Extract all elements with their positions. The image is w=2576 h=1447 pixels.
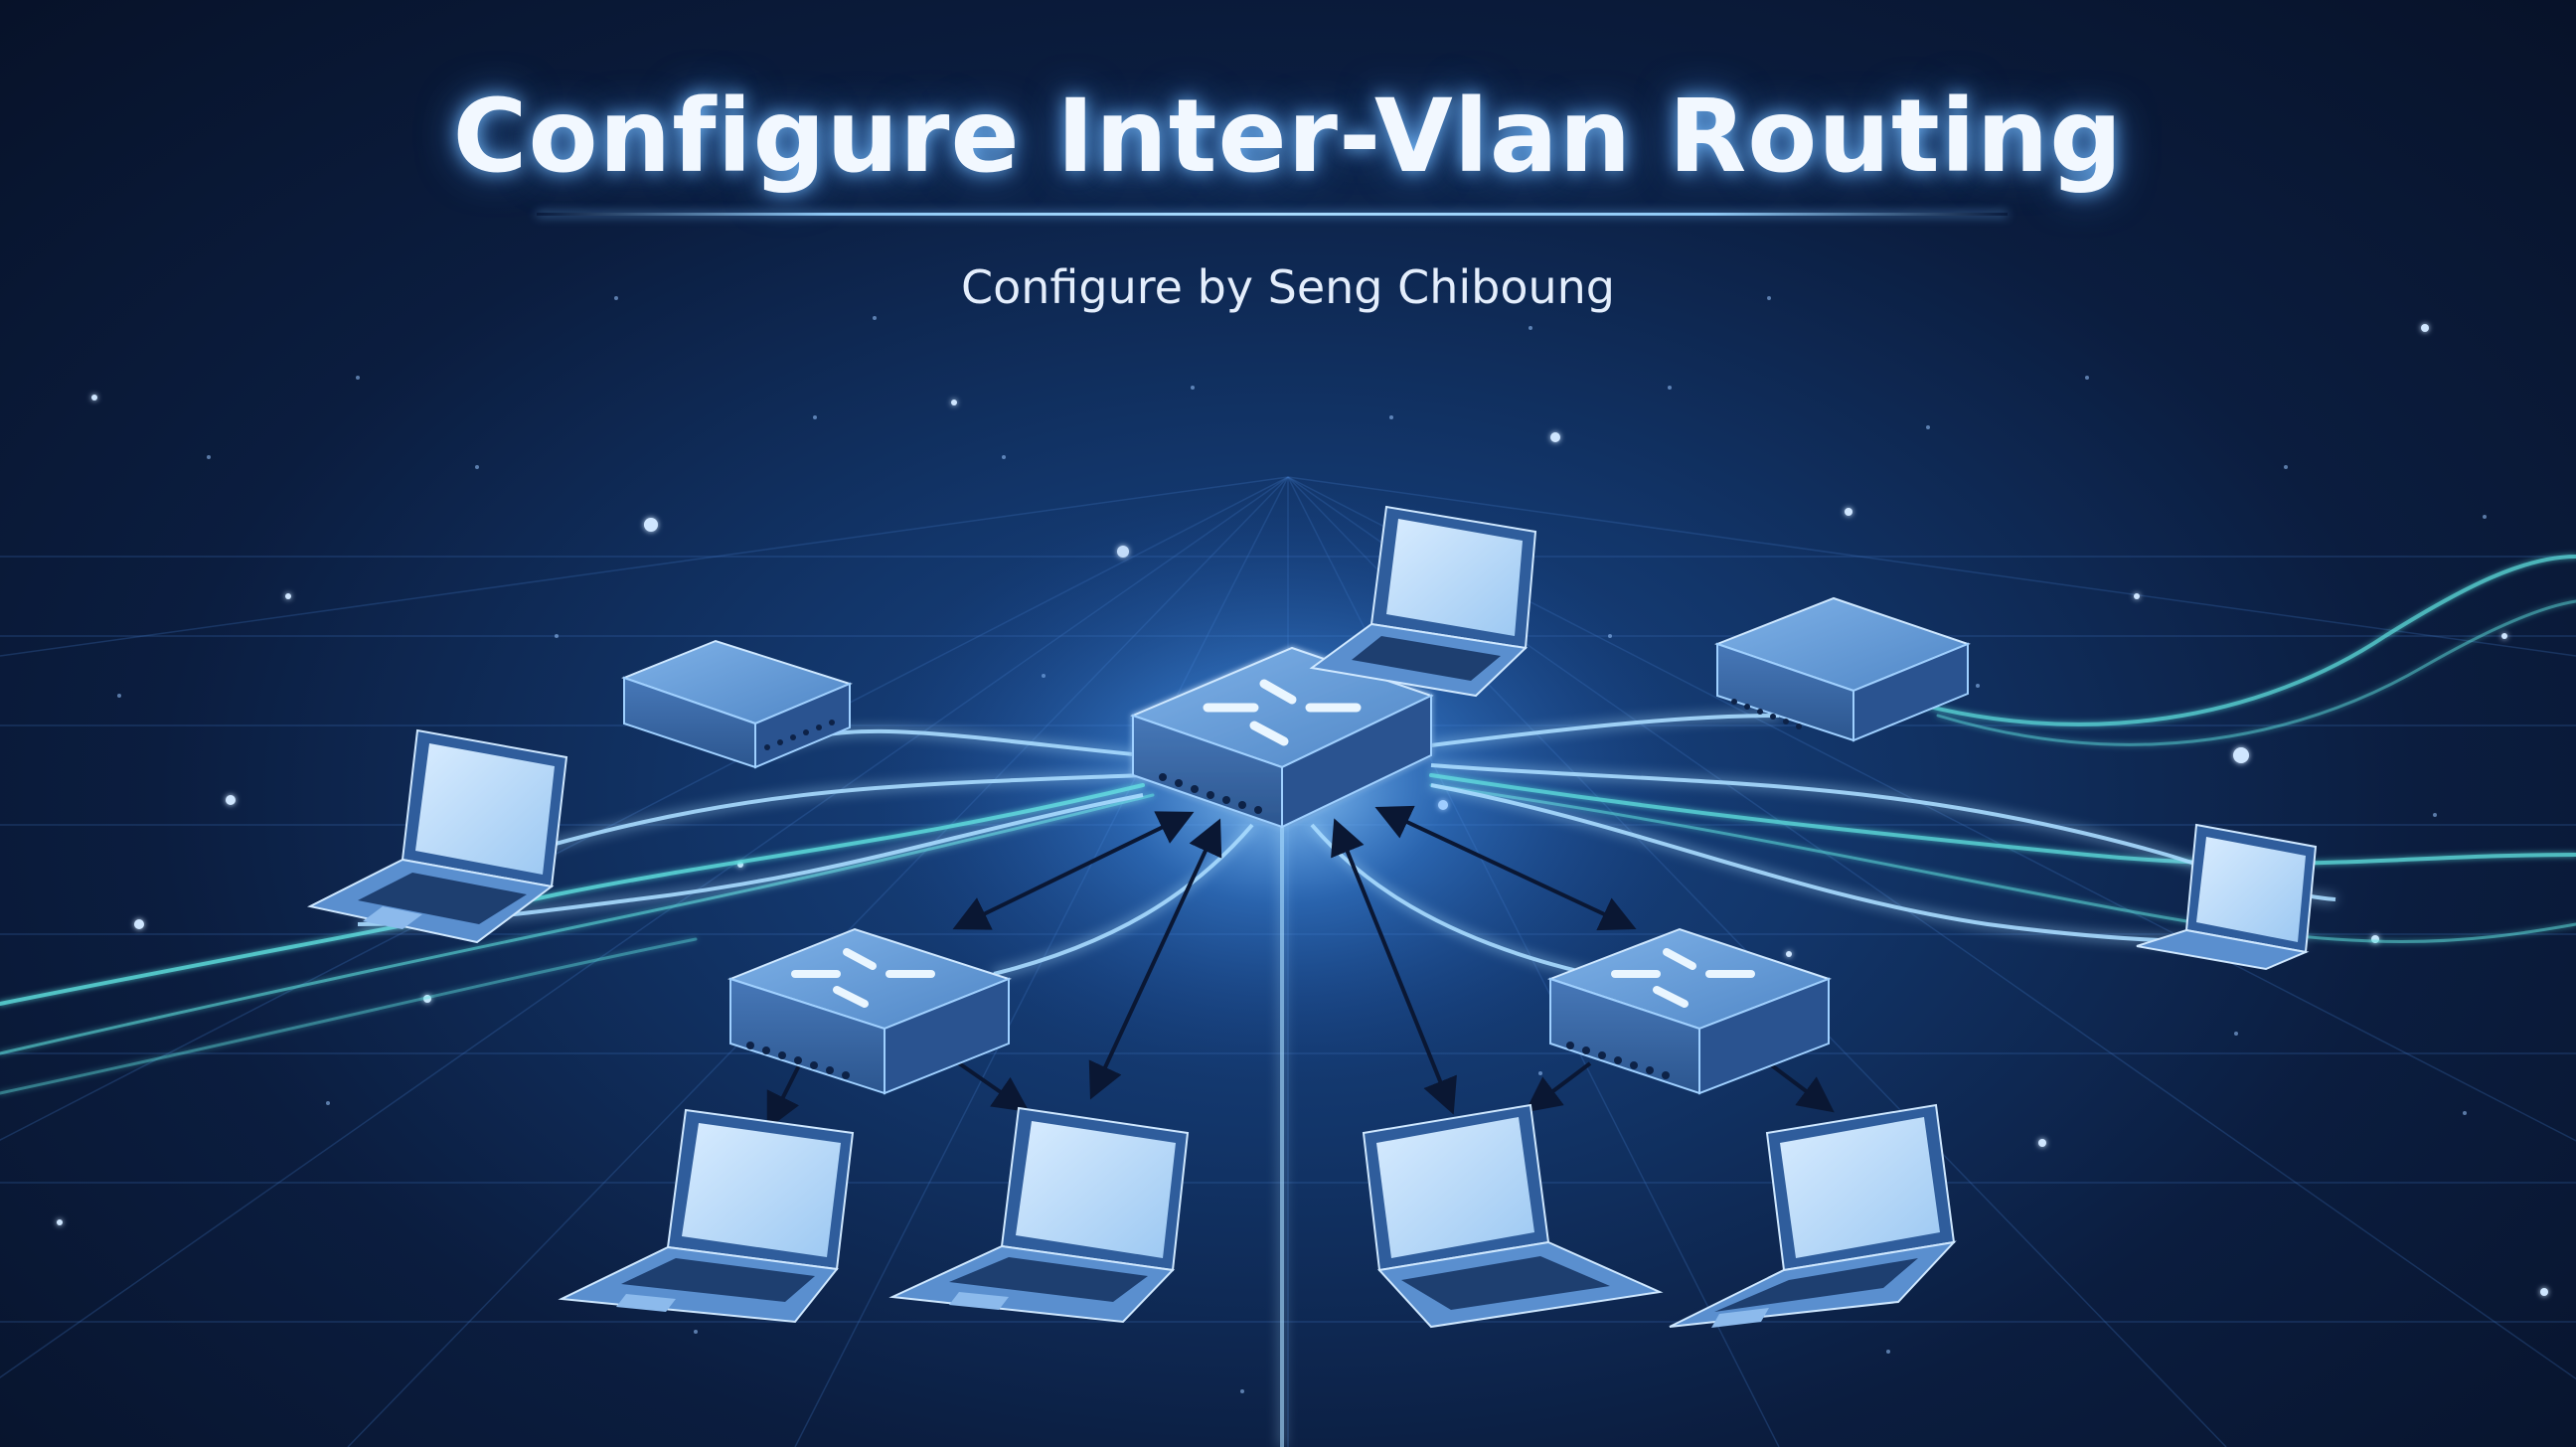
switch-arrows-icon: [1203, 679, 1362, 746]
laptop-left-mid: [307, 728, 568, 944]
right-server: [1714, 596, 1971, 742]
data-waves: [0, 555, 2576, 1095]
right-switch: [1547, 927, 1832, 1095]
laptop-top: [1309, 505, 1537, 698]
laptop-bottom-3: [1362, 1103, 1664, 1329]
slide-title: Configure Inter-Vlan Routing: [452, 78, 2124, 196]
laptop-right-mid: [2136, 823, 2318, 971]
connection-arrows: [766, 805, 1835, 1130]
switch-arrows-icon: [791, 948, 935, 1008]
left-switch: [727, 927, 1012, 1095]
laptop-bottom-1: [558, 1108, 855, 1324]
slide-subtitle: Configure by Seng Chiboung: [961, 260, 1615, 314]
switch-arrows-icon: [1611, 948, 1755, 1008]
laptop-bottom-2: [888, 1106, 1190, 1324]
title-divider: [537, 213, 2008, 216]
core-switch: [1130, 646, 1434, 829]
laptop-bottom-4: [1669, 1103, 1957, 1328]
left-server: [621, 639, 853, 769]
star-particles: [57, 324, 2548, 1296]
